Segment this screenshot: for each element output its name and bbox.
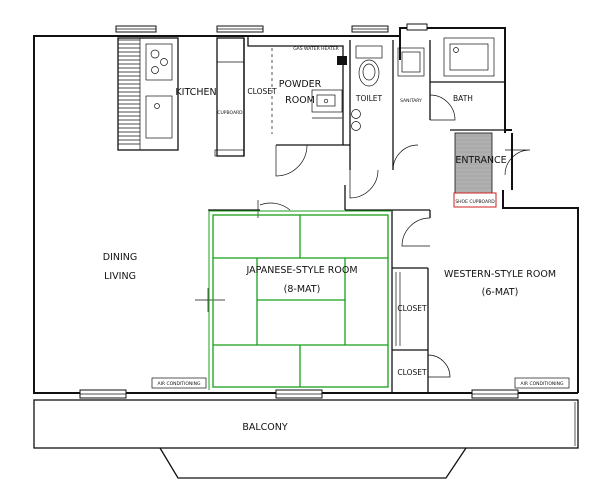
interior-walls — [195, 185, 431, 393]
bath-room — [430, 37, 505, 131]
japanese-room-label-line1: JAPANESE-STYLE ROOM — [245, 265, 357, 276]
bath-label: BATH — [453, 94, 473, 103]
living-label: LIVING — [104, 271, 136, 282]
windows — [79, 23, 519, 399]
gas-water-heater-label: GAS WATER HEATER — [293, 46, 339, 52]
air-conditioning-left: AIR CONDITIONING — [151, 377, 207, 389]
toilet-label: TOILET — [355, 94, 383, 103]
doors — [259, 94, 531, 378]
balcony — [33, 399, 579, 479]
air-conditioning-right-label: AIR CONDITIONING — [521, 381, 564, 387]
toilet-room — [349, 40, 394, 170]
western-room-label-line2: (6-MAT) — [482, 287, 519, 298]
dining-label: DINING — [103, 252, 138, 263]
cupboard-label: CUPBOARD — [217, 110, 243, 116]
stove-icon — [145, 43, 173, 81]
tatami-layout — [208, 210, 392, 390]
sanitary-label: SANITARY — [400, 98, 422, 104]
balcony-label: BALCONY — [242, 422, 288, 433]
kitchen-counter — [117, 37, 179, 151]
western-room-label-line1: WESTERN-STYLE ROOM — [444, 269, 556, 280]
entrance-label: ENTRANCE — [455, 155, 506, 166]
powder-room — [247, 36, 350, 146]
air-conditioning-right: AIR CONDITIONING — [514, 377, 570, 389]
shoe-cupboard-label: SHOE CUPBOARD — [455, 199, 495, 205]
air-conditioning-left-label: AIR CONDITIONING — [158, 381, 201, 387]
closet-top-label: CLOSET — [247, 87, 277, 96]
closet-top — [243, 38, 273, 156]
cupboard — [214, 37, 245, 157]
closet-bottom-label: CLOSET — [397, 368, 427, 377]
sanitary-room — [397, 40, 431, 120]
closet-middle-label: CLOSET — [397, 304, 427, 313]
shoe-cupboard — [453, 192, 497, 208]
japanese-room-label-line2: (8-MAT) — [284, 284, 321, 295]
powder-room-label-line2: ROOM — [285, 95, 315, 106]
powder-room-label-line1: POWDER — [279, 79, 322, 90]
sink-icon — [145, 95, 173, 139]
kitchen-label: KITCHEN — [175, 87, 216, 98]
entrance — [454, 132, 493, 194]
